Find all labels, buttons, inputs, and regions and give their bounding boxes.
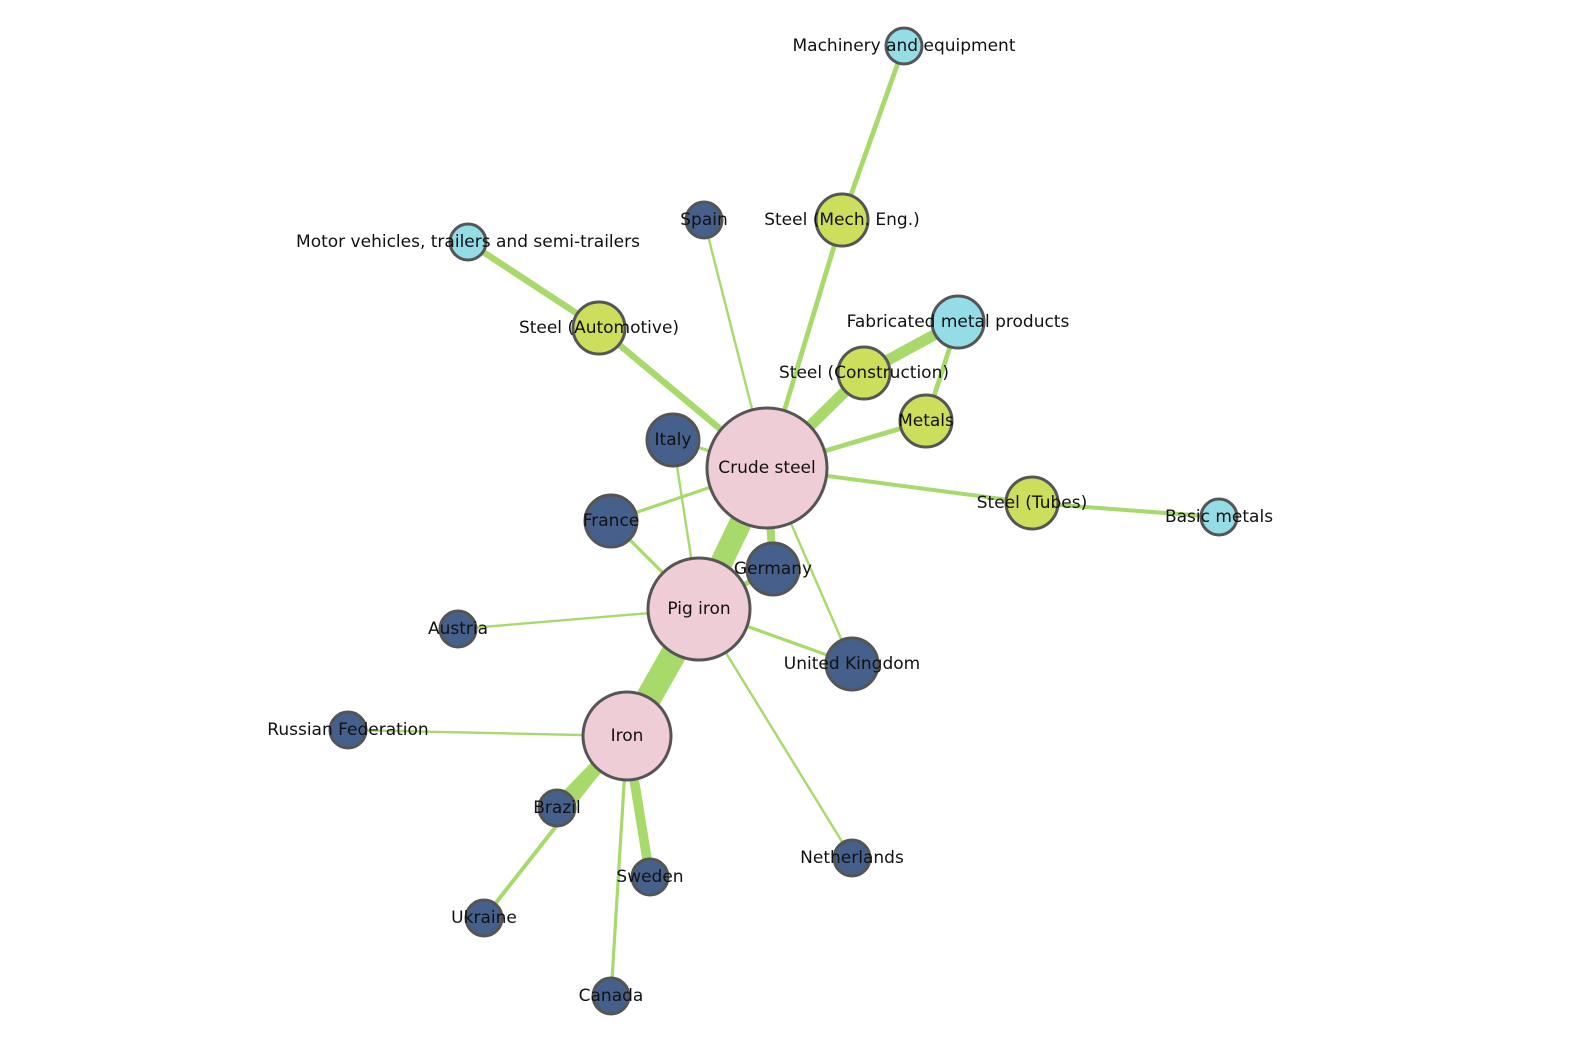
node-sweden[interactable] [630,857,670,897]
node-germany[interactable] [745,541,801,597]
node-spain[interactable] [684,200,724,240]
node-label-spain: Spain [680,210,728,230]
node-uk[interactable] [824,636,880,692]
node-fabricated[interactable] [930,294,986,350]
node-motor[interactable] [448,222,488,262]
node-france[interactable] [583,493,639,549]
node-label-crude_steel: Crude steel [718,458,815,478]
node-brazil[interactable] [537,788,577,828]
node-label-ukraine: Ukraine [451,908,517,928]
edge-steel_mech-machinery [839,45,907,221]
node-ukraine[interactable] [464,898,504,938]
node-pig_iron[interactable] [646,556,752,662]
node-metals[interactable] [898,393,954,449]
node-label-canada: Canada [579,986,644,1006]
node-label-france: France [583,511,640,531]
node-label-steel_auto: Steel (Automotive) [519,318,679,338]
node-austria[interactable] [438,609,478,649]
node-label-italy: Italy [655,430,692,450]
node-machinery[interactable] [884,26,924,66]
node-label-uk: United Kingdom [784,654,920,674]
nodes-layer [328,26,1239,1016]
node-canada[interactable] [591,976,631,1016]
node-iron[interactable] [581,690,673,782]
node-basic_metals[interactable] [1199,497,1239,537]
node-russia[interactable] [328,710,368,750]
node-label-iron: Iron [611,726,644,746]
node-label-brazil: Brazil [533,798,580,818]
node-label-machinery: Machinery and equipment [792,36,1015,56]
node-label-metals: Metals [898,411,954,431]
node-label-basic_metals: Basic metals [1165,507,1273,527]
node-label-fabricated: Fabricated metal products [847,312,1070,332]
node-label-pig_iron: Pig iron [667,599,730,619]
edge-steel_tubes-basic_metals [1031,501,1220,519]
node-italy[interactable] [645,412,701,468]
node-label-motor: Motor vehicles, trailers and semi-traile… [296,232,640,252]
node-label-steel_tubes: Steel (Tubes) [977,493,1087,513]
node-label-netherlands: Netherlands [800,848,904,868]
node-label-steel_cons: Steel (Construction) [779,363,949,383]
node-label-austria: Austria [428,619,488,639]
node-label-steel_mech: Steel (Mech. Eng.) [764,210,920,230]
node-steel_auto[interactable] [571,300,627,356]
edge-iron-russia [347,728,628,738]
node-netherlands[interactable] [832,838,872,878]
node-crude_steel[interactable] [705,406,829,530]
node-label-sweden: Sweden [616,867,683,887]
node-steel_cons[interactable] [836,345,892,401]
node-steel_mech[interactable] [814,192,870,248]
node-label-germany: Germany [734,559,812,579]
node-label-russia: Russian Federation [267,720,428,740]
node-steel_tubes[interactable] [1004,475,1060,531]
